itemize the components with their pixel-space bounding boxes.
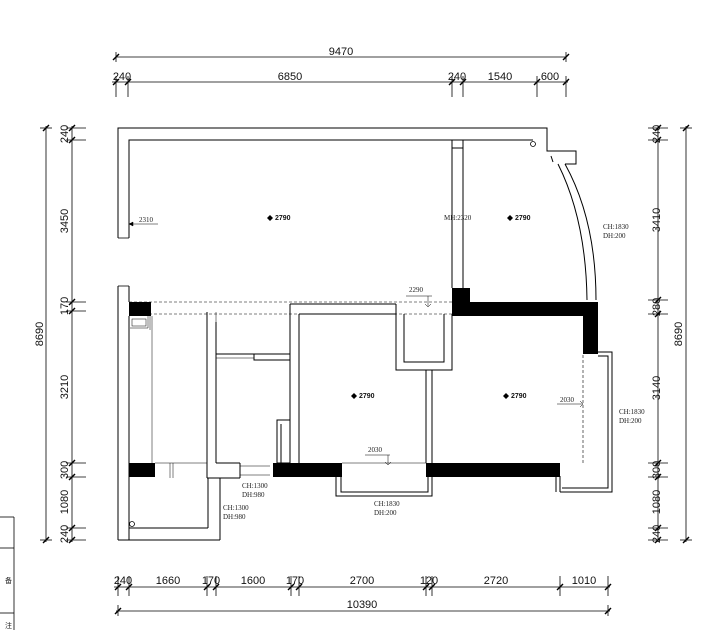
dim-bottom-2: 1660 [156,575,180,587]
dim-left-2: 3450 [59,209,71,233]
width-2290: 2290 [409,286,424,294]
walls-solid [129,288,598,477]
dim-left-4: 3210 [59,375,71,399]
width-2310: 2310 [139,216,154,224]
dim-right-1: 240 [651,125,663,143]
dim-bottom-5: 170 [286,575,304,587]
dim-top-total: 9470 [329,46,353,58]
legend-mark-2: 注 [5,621,12,630]
dim-bottom-6: 2700 [350,575,374,587]
dim-left-7: 240 [59,525,71,543]
dim-right-3: 280 [651,298,663,316]
window-s-dh: DH:200 [374,509,397,517]
thin-detail-lines [130,312,426,478]
beam-dashes [129,301,584,463]
dim-bottom-1: 240 [114,575,132,587]
dim-bottom-3: 170 [202,575,220,587]
window-balcony-ch: CH:1300 [223,504,249,512]
dim-left-3: 170 [59,297,71,315]
dim-right-2: 3410 [651,208,663,232]
dim-bottom-total: 10390 [347,599,378,611]
height-value: 2790 [275,215,291,222]
width-2030-a: 2030 [368,446,383,454]
dim-bottom-7: 120 [420,575,438,587]
window-bath-dh: DH:980 [242,491,265,499]
height-value: 2790 [515,215,531,222]
width-markers [128,221,584,466]
dim-top-5: 600 [541,71,559,83]
height-marker-bedroom-a: 2790 [351,393,375,400]
dim-bottom-8: 2720 [484,575,508,587]
dim-left-total: 8690 [34,322,46,346]
drain-marker [129,521,135,527]
height-value: 2790 [511,393,527,400]
window-e-ch: CH:1830 [619,408,645,416]
width-2030-b: 2030 [560,396,575,404]
height-marker-bedroom-b: 2790 [503,393,527,400]
wall-opening [116,238,122,286]
height-marker-dining: 2790 [507,215,531,222]
mh-label: MH:2320 [444,214,472,222]
dim-left-5: 300 [59,461,71,479]
dim-right-7: 240 [651,525,663,543]
dim-top-2: 6850 [278,71,302,83]
dimension-lines [40,52,692,616]
dim-right-6: 1080 [651,490,663,514]
height-marker-living: 2790 [267,215,291,222]
dim-left-6: 1080 [59,490,71,514]
dim-top-1: 240 [113,71,131,83]
window-s-ch: CH:1830 [374,500,400,508]
window-ne-dh: DH:200 [603,232,626,240]
window-balcony-dh: DH:980 [223,513,246,521]
legend-mark-1: 备 [5,576,12,585]
height-value: 2790 [359,393,375,400]
dim-bottom-9: 1010 [572,575,596,587]
walls-outline [117,127,613,541]
dim-right-4: 3140 [651,376,663,400]
dim-top-4: 1540 [488,71,512,83]
window-e-dh: DH:200 [619,417,642,425]
dim-top-3: 240 [448,71,466,83]
dim-bottom-4: 1600 [241,575,265,587]
dim-right-total: 8690 [673,322,685,346]
dim-left-1: 240 [59,125,71,143]
legend-table-fragment [0,516,15,630]
window-bath-ch: CH:1300 [242,482,268,490]
dim-right-5: 300 [651,461,663,479]
column-marker [530,141,536,147]
dimension-ticks [42,53,690,615]
window-ne-ch: CH:1830 [603,223,629,231]
